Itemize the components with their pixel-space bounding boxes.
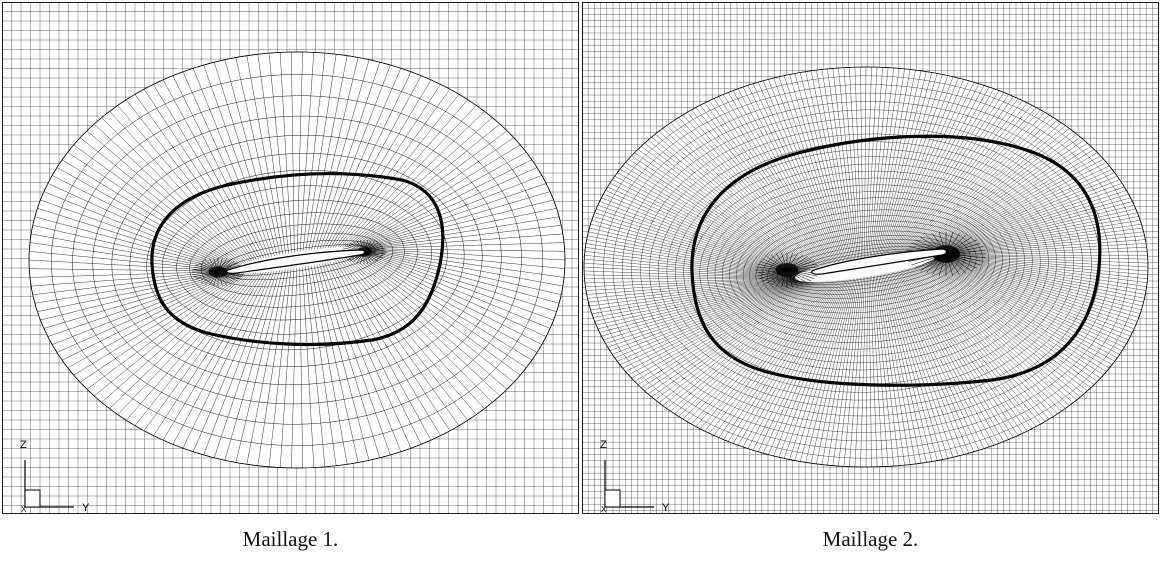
axis-label-y: Y <box>662 502 670 514</box>
mesh-view-1: Z Y X <box>2 2 579 514</box>
axis-label-z: Z <box>20 439 27 451</box>
axis-label-x: X <box>21 505 27 514</box>
mesh-view-2: Z Y X <box>582 2 1159 514</box>
airfoil-profile <box>811 248 948 275</box>
caption-mesh-1: Maillage 1. <box>242 527 339 551</box>
mesh-panel-1: Z Y X <box>2 2 579 514</box>
overset-boundary-curve <box>150 172 445 347</box>
airfoil-profile <box>225 249 366 274</box>
axis-label-y: Y <box>82 502 90 514</box>
axis-triad: Z Y X <box>20 439 90 514</box>
axis-label-z: Z <box>600 439 607 451</box>
mesh-panel-2: Z Y X <box>582 2 1159 514</box>
caption-mesh-2: Maillage 2. <box>822 527 919 551</box>
axis-triad: Z Y X <box>600 439 670 514</box>
overset-boundary-curve <box>690 134 1102 387</box>
axis-label-x: X <box>601 505 607 514</box>
